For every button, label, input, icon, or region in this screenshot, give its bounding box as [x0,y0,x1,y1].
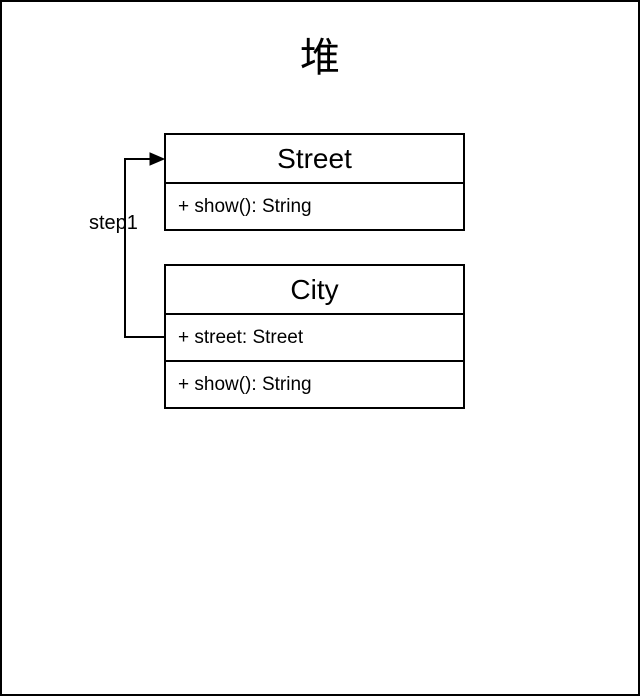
class-member-city-show: + show(): String [166,360,463,407]
class-member-city-street: + street: Street [166,313,463,360]
class-name-city: City [290,273,339,305]
connector-label: step1 [89,212,138,234]
class-box-city: City + street: Street + show(): String [164,264,465,409]
arrowhead-icon [149,152,166,166]
class-member-street-show: + show(): String [166,182,463,229]
diagram-title: 堆 [300,36,340,80]
class-name-street: Street [277,142,352,174]
class-box-street: Street + show(): String [164,133,465,231]
association-arrow-line [124,158,164,338]
